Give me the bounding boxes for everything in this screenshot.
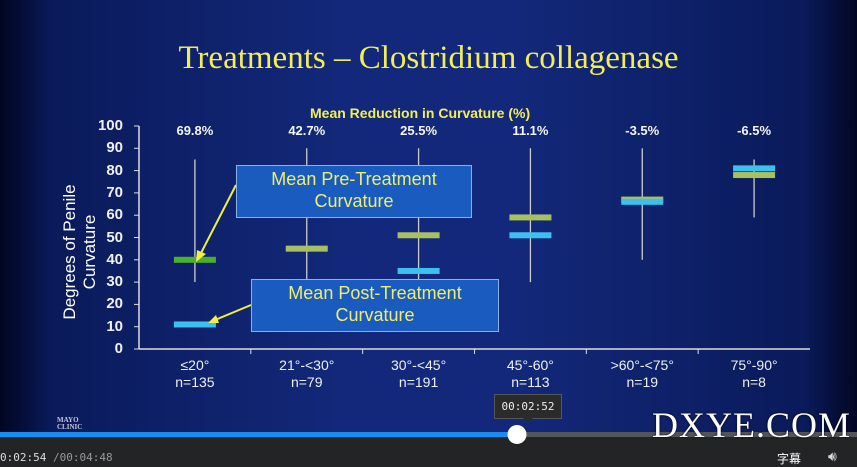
category-range: 75°-90° [730,357,778,373]
post-treatment-marker [173,321,216,328]
reduction-label: 25.5% [400,123,438,138]
progress-handle[interactable] [507,425,527,444]
chart [134,125,810,354]
category-n: n=19 [626,374,659,390]
category-label: ≤20°n=135 [175,357,214,391]
time-tooltip: 00:02:52 [494,394,562,423]
y-tick-label: 20 [106,295,123,313]
total-time: /00:04:48 [52,451,113,464]
y-tick-label: 30 [106,273,123,291]
pre-treatment-marker [397,232,440,239]
y-tick-label: 60 [106,206,123,224]
category-n: n=79 [290,374,323,390]
category-range: ≤20° [180,357,210,373]
reduction-label: 69.8% [176,123,214,138]
post-treatment-marker [621,198,664,205]
pre-treatment-marker [733,172,776,179]
watermark: DXYE.COM [652,405,852,445]
progress-played [0,432,517,437]
category-n: n=113 [511,374,550,390]
y-tick-label: 80 [106,161,123,179]
category-range: 21°-<30° [279,357,335,373]
y-tick-label: 40 [106,250,123,268]
category-range: >60°-<75° [610,357,674,373]
post-treatment-marker [733,165,776,172]
arrowhead-post [208,315,219,323]
y-tick-label: 10 [106,317,123,335]
category-label: 30°-<45°n=191 [391,357,446,391]
category-label: 75°-90°n=8 [731,357,778,391]
video-frame[interactable]: Treatments – Clostridium collagenase Mea… [0,0,857,432]
category-n: n=135 [175,374,215,390]
arrow-post [214,304,252,321]
category-range: 45°-60° [506,357,554,373]
y-tick-label: 0 [114,340,123,357]
arrow-pre [199,184,237,256]
player-controls [0,432,857,467]
y-tick-label: 70 [106,183,123,201]
reduction-label: 42.7% [288,123,326,138]
pre-treatment-marker [173,256,216,263]
arrowhead-pre [196,250,206,262]
category-label: 21°-<30°n=79 [279,357,334,391]
category-range: 30°-<45° [390,357,447,373]
slide-title: Treatments – Clostridium collagenase [178,40,679,76]
pre-treatment-marker [285,245,328,252]
y-tick-label: 90 [106,139,123,157]
category-label: 45°-60°n=113 [507,357,554,391]
time-display: 0:02:54 /00:04:48 [0,451,113,464]
current-time: 0:02:54 [0,451,47,464]
callout-pre-treatment: Mean Pre-Treatment Curvature [236,165,472,218]
post-treatment-marker [397,267,440,274]
reduction-label: -3.5% [625,123,660,138]
reduction-label: -6.5% [737,123,772,138]
category-n: n=8 [742,374,766,390]
chart-title: Mean Reduction in Curvature (%) [310,105,531,121]
volume-icon[interactable]: 🔊︎ [828,448,837,464]
category-n: n=191 [398,374,439,390]
category-label: >60°-<75°n=19 [611,357,674,391]
post-treatment-marker [509,232,552,239]
callout-post-treatment: Mean Post-Treatment Curvature [251,279,499,332]
y-tick-label: 50 [106,228,123,246]
pre-treatment-marker [509,214,552,221]
y-tick-label: 100 [97,117,123,134]
subtitles-button[interactable]: 字幕 [777,452,802,466]
reduction-label: 11.1% [512,123,549,138]
